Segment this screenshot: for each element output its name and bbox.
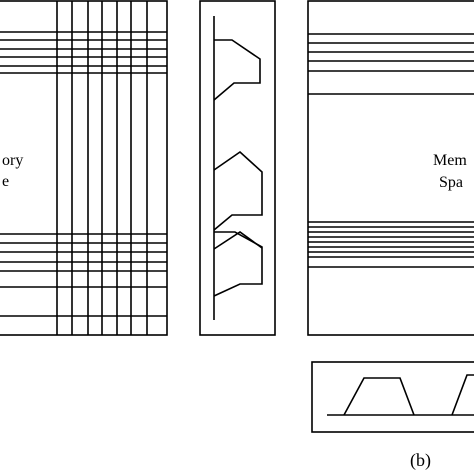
left-memory-space (0, 0, 168, 336)
bottom-pattern-frame (311, 361, 474, 433)
left-top-band (0, 31, 167, 74)
left-bottom-band (0, 233, 167, 317)
left-memory-label-line2: e (2, 173, 9, 190)
left-label-background (0, 140, 52, 190)
bottom-pattern-panel (311, 361, 474, 433)
left-vertical-lines (56, 1, 148, 335)
trapezoid-pulse-3 (213, 231, 263, 297)
right-bottom-band (308, 221, 474, 268)
trapezoid-pulse-2 (213, 150, 263, 231)
trapezoid-pulse-4 (213, 231, 263, 250)
figure-caption: (b) (410, 450, 431, 471)
right-memory-label-line1: Mem (433, 152, 467, 169)
right-top-band (308, 33, 474, 95)
right-memory-label-line2: Spa (439, 174, 463, 191)
middle-pattern-panel (199, 0, 276, 336)
left-memory-label-line1: ory (2, 152, 23, 169)
right-memory-frame (307, 0, 474, 336)
bottom-trapezoid-pulse-1 (343, 377, 415, 416)
bottom-trapezoid-pulse-2 (451, 374, 474, 416)
middle-frame (199, 0, 276, 336)
trapezoid-pulse-1 (213, 39, 261, 101)
right-label-background (428, 145, 474, 193)
right-memory-space (307, 0, 474, 336)
left-memory-frame (0, 0, 168, 336)
